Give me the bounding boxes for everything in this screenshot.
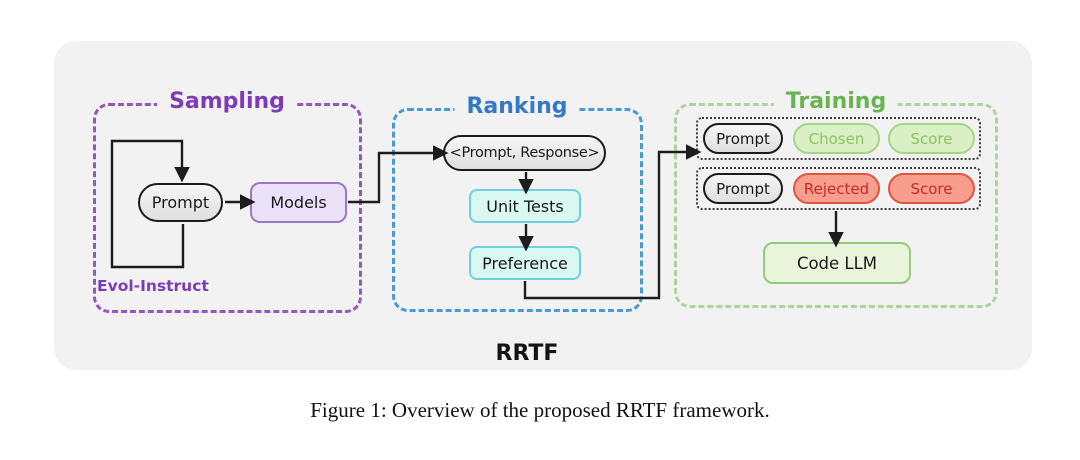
preference-node: Preference xyxy=(469,246,581,280)
rejected-node: Rejected xyxy=(793,173,880,204)
prompt-chosen-row-label: Prompt xyxy=(716,129,770,148)
rrtf-label: RRTF xyxy=(495,341,559,366)
chosen-row-box xyxy=(696,117,981,160)
models-node: Models xyxy=(250,182,347,223)
prompt-rejected-row-label: Prompt xyxy=(716,179,770,198)
chosen-node: Chosen xyxy=(793,123,880,154)
chosen-label: Chosen xyxy=(808,129,865,148)
score-node-rejected: Score xyxy=(888,173,975,204)
score-chosen-label: Score xyxy=(910,129,953,148)
preference-label: Preference xyxy=(482,253,568,273)
ranking-title: Ranking xyxy=(454,94,580,120)
unit-tests-label: Unit Tests xyxy=(486,196,564,216)
prompt-node-chosen-row: Prompt xyxy=(703,123,783,154)
prompt-node-sampling-label: Prompt xyxy=(151,193,210,212)
models-node-label: Models xyxy=(270,193,327,212)
figure-caption: Figure 1: Overview of the proposed RRTF … xyxy=(310,398,770,422)
unit-tests-node: Unit Tests xyxy=(469,189,581,223)
rejected-row-box xyxy=(696,167,981,210)
code-llm-node: Code LLM xyxy=(763,242,911,284)
training-title: Training xyxy=(773,89,899,115)
code-llm-label: Code LLM xyxy=(796,253,878,273)
prompt-node-sampling: Prompt xyxy=(138,183,223,222)
score-rejected-label: Score xyxy=(910,179,953,198)
score-node-chosen: Score xyxy=(888,123,975,154)
prompt-response-node: <Prompt, Response> xyxy=(443,135,606,171)
prompt-response-label: <Prompt, Response> xyxy=(449,145,600,161)
sampling-title: Sampling xyxy=(157,89,297,115)
rejected-label: Rejected xyxy=(803,179,870,198)
prompt-node-rejected-row: Prompt xyxy=(703,173,783,204)
evol-instruct-label: Evol-Instruct xyxy=(97,277,209,295)
